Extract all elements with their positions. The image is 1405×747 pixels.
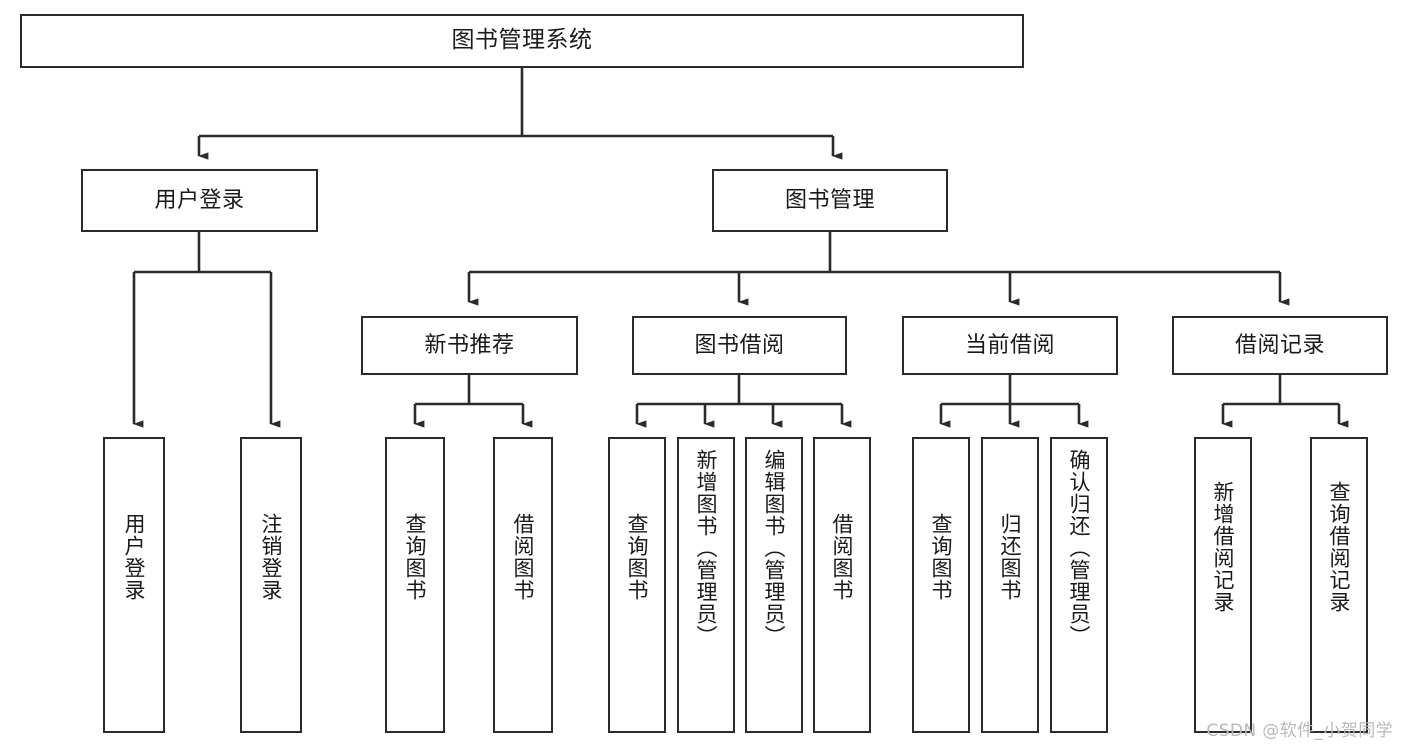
node-label: 注销登录 — [259, 513, 284, 601]
node-leaf-return-book[interactable]: 归还图书 — [981, 437, 1039, 733]
node-leaf-logout-login[interactable]: 注销登录 — [240, 437, 302, 733]
watermark-text: CSDN @软件_小贺同学 — [1206, 721, 1393, 741]
node-user-login[interactable]: 用户登录 — [81, 169, 318, 232]
node-label: 查询图书 — [403, 513, 428, 601]
node-label: 图书管理 — [784, 187, 875, 213]
node-book-borrow[interactable]: 图书借阅 — [632, 316, 847, 375]
node-leaf-borrow-book-new[interactable]: 借阅图书 — [493, 437, 553, 733]
node-label: 新书推荐 — [424, 332, 515, 358]
node-borrow-record[interactable]: 借阅记录 — [1172, 316, 1388, 375]
node-leaf-add-borrow-record[interactable]: 新增借阅记录 — [1194, 437, 1252, 733]
node-label: 当前借阅 — [964, 332, 1055, 358]
node-current-borrow[interactable]: 当前借阅 — [902, 316, 1118, 375]
node-label: 查询借阅记录 — [1327, 481, 1352, 613]
node-leaf-confirm-return-admin[interactable]: 确认归还（管理员） — [1050, 437, 1108, 733]
node-label: 确认归还（管理员） — [1067, 449, 1092, 647]
node-label: 用户登录 — [154, 187, 245, 213]
node-leaf-edit-book-admin[interactable]: 编辑图书（管理员） — [745, 437, 803, 733]
node-label: 图书管理系统 — [451, 27, 593, 54]
node-leaf-add-book-admin[interactable]: 新增图书（管理员） — [677, 437, 735, 733]
node-new-book-recommend[interactable]: 新书推荐 — [361, 316, 578, 375]
node-label: 新增借阅记录 — [1211, 481, 1236, 613]
node-leaf-query-book-borrow[interactable]: 查询图书 — [608, 437, 666, 733]
node-leaf-borrow-book-borrow[interactable]: 借阅图书 — [813, 437, 871, 733]
node-label: 借阅图书 — [830, 513, 855, 601]
node-label: 借阅图书 — [511, 513, 536, 601]
node-leaf-query-book-current[interactable]: 查询图书 — [912, 437, 970, 733]
node-label: 归还图书 — [998, 513, 1023, 601]
node-label: 编辑图书（管理员） — [762, 449, 787, 647]
node-label: 用户登录 — [122, 513, 147, 601]
node-leaf-query-book-new[interactable]: 查询图书 — [385, 437, 445, 733]
node-label: 查询图书 — [929, 513, 954, 601]
node-leaf-user-login[interactable]: 用户登录 — [103, 437, 165, 733]
node-book-management[interactable]: 图书管理 — [712, 169, 948, 232]
node-leaf-query-borrow-record[interactable]: 查询借阅记录 — [1310, 437, 1368, 733]
node-label: 图书借阅 — [694, 332, 785, 358]
node-label: 查询图书 — [625, 513, 650, 601]
node-label: 新增图书（管理员） — [694, 449, 719, 647]
node-label: 借阅记录 — [1234, 332, 1325, 358]
node-root-book-management-system[interactable]: 图书管理系统 — [20, 14, 1024, 68]
